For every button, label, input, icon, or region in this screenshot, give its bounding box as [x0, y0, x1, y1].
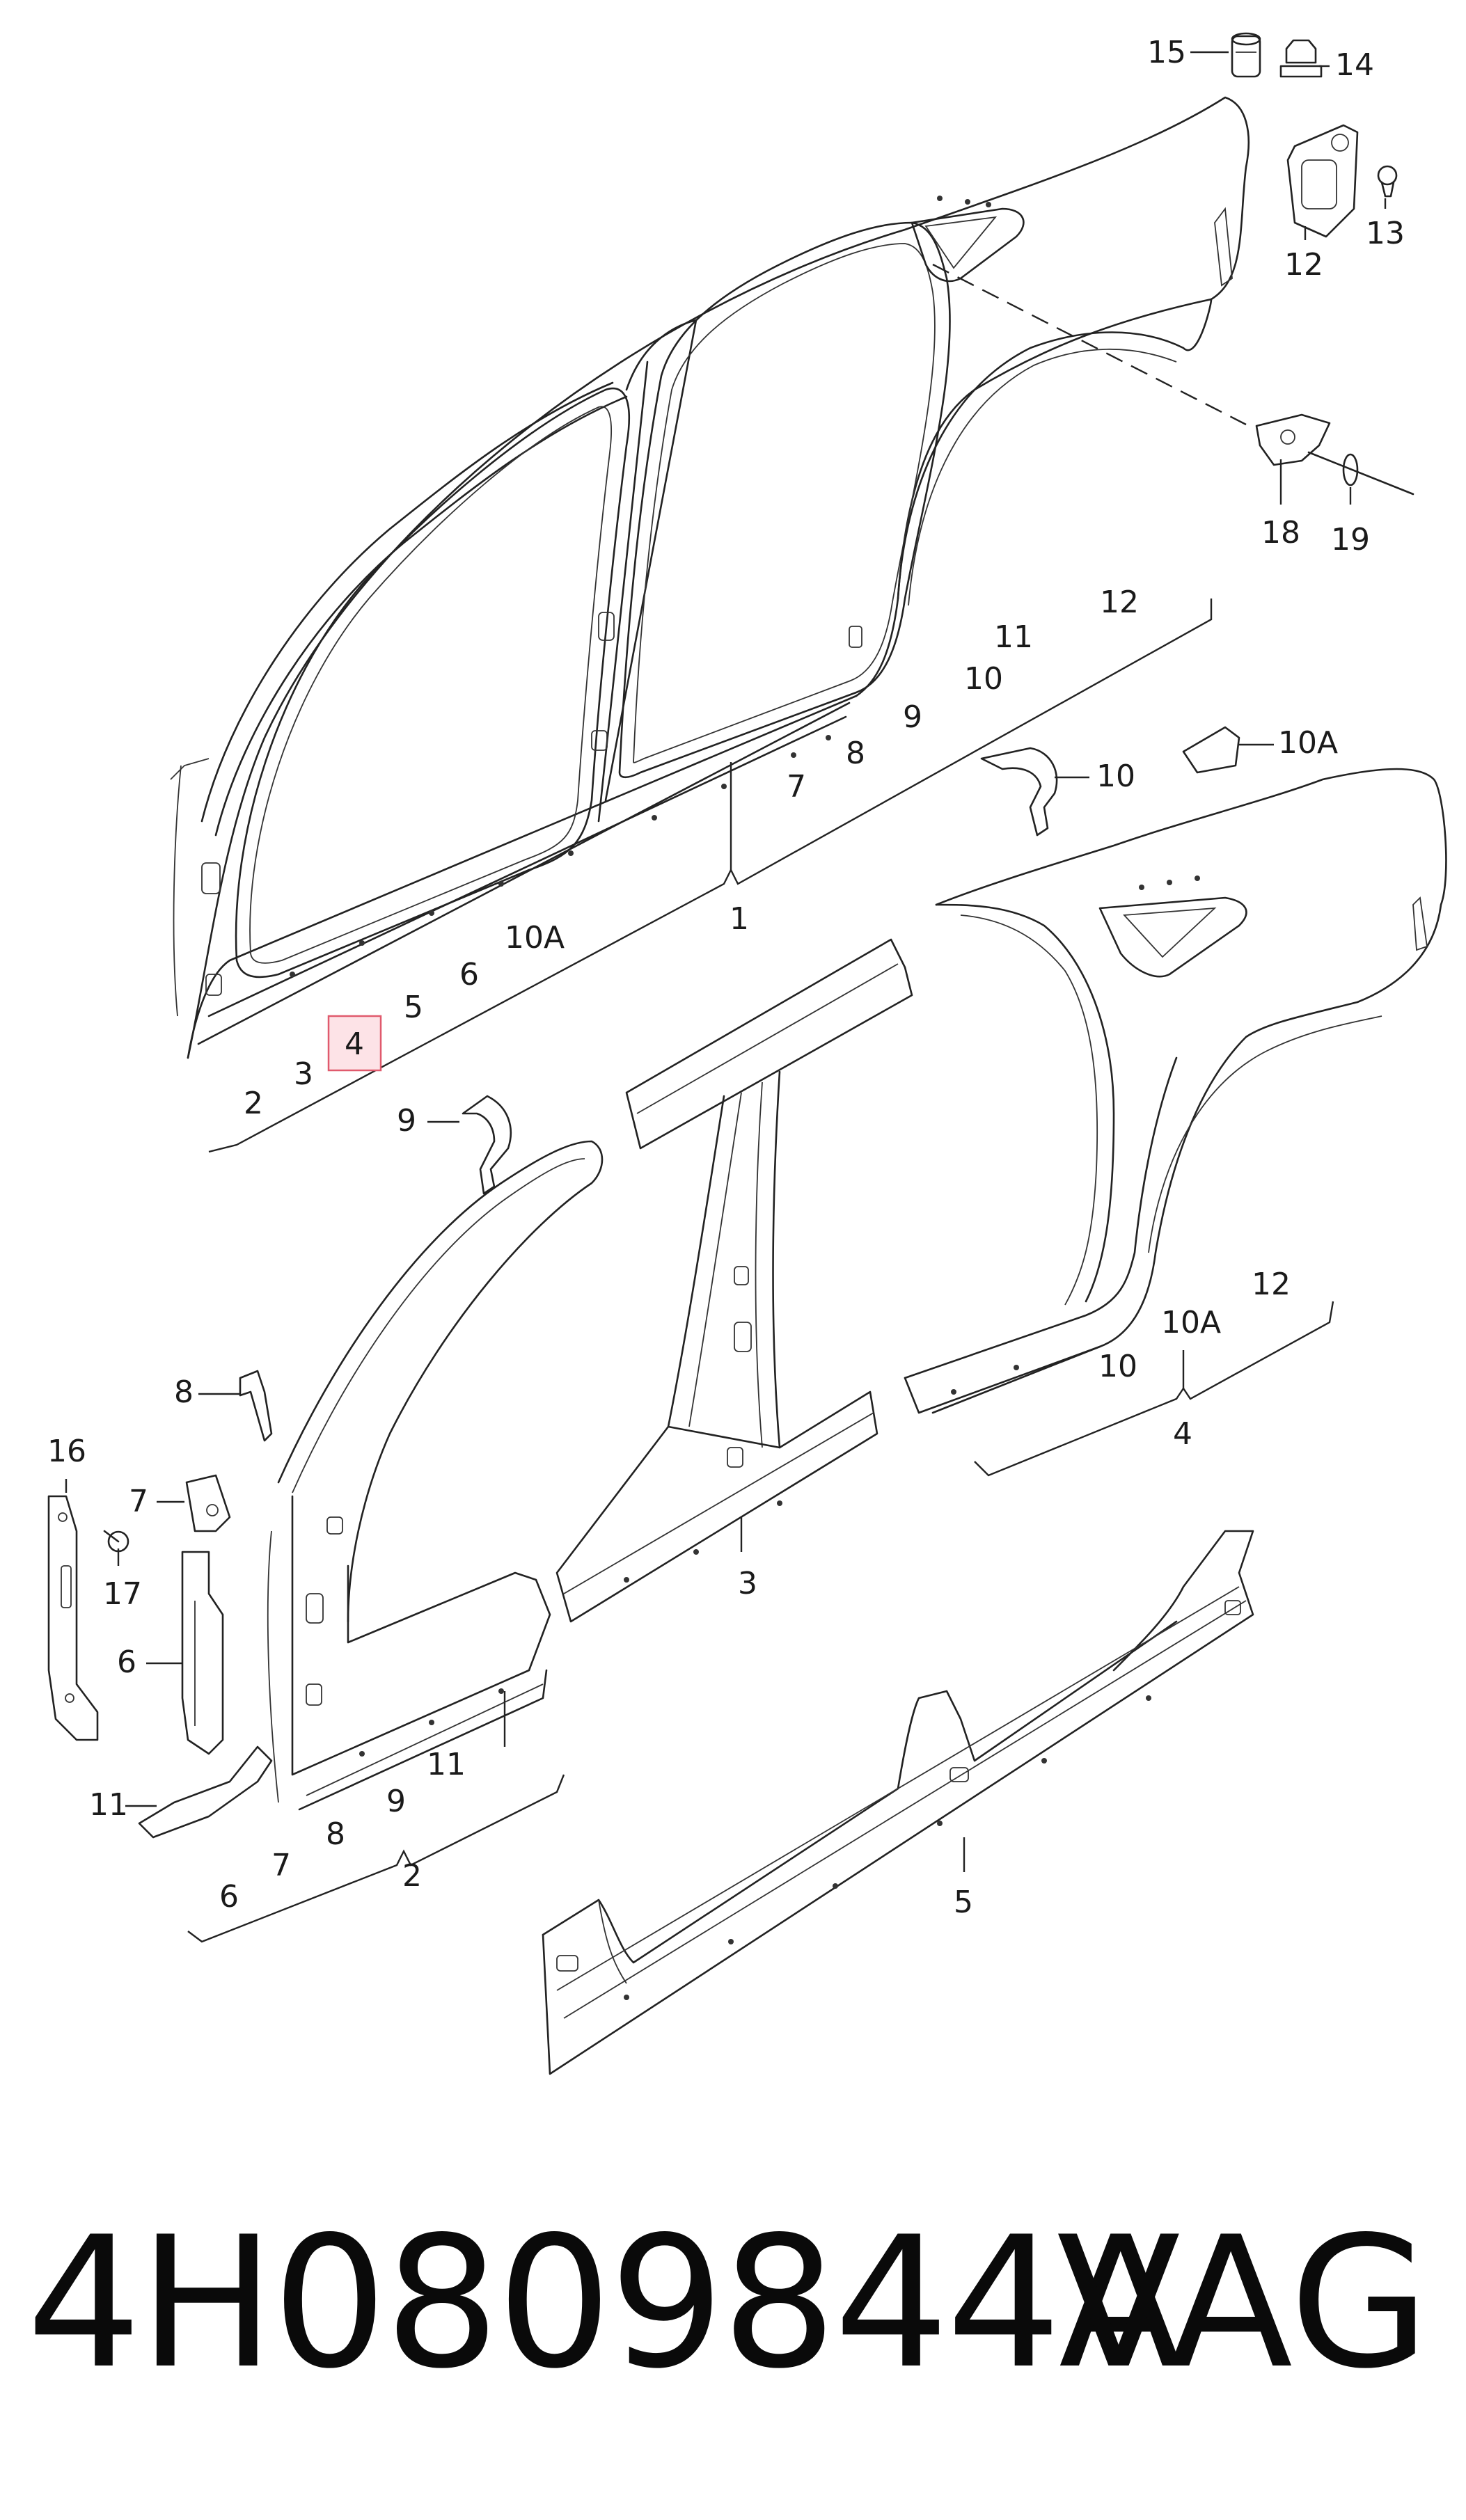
callout-12-top: 12 — [1284, 247, 1323, 283]
callout-part-17: 17 — [103, 1576, 142, 1612]
bracket-8 — [239, 1370, 273, 1442]
leader-lines — [65, 51, 1387, 1943]
callout-group4-10: 10 — [1098, 1349, 1137, 1384]
callout-group1-10A: 10A — [505, 920, 565, 956]
bracket-9 — [462, 1095, 512, 1195]
callout-group1-10: 10 — [964, 661, 1003, 697]
callout-group1-4: 4 — [345, 1027, 364, 1062]
b-pillar-3 — [555, 938, 913, 1623]
callout-group1-7: 7 — [787, 769, 806, 805]
callout-13: 13 — [1366, 216, 1405, 251]
callout-part-5: 5 — [954, 1885, 973, 1920]
callout-part-6: 6 — [117, 1645, 136, 1680]
complete-side-panel — [170, 96, 1250, 1059]
callout-group1-5: 5 — [404, 990, 423, 1025]
callout-group2-7: 7 — [271, 1848, 291, 1883]
bolt-17 — [103, 1530, 129, 1553]
callout-group4-4: 4 — [1173, 1416, 1192, 1452]
callout-group1-8: 8 — [846, 736, 865, 771]
callout-part-7: 7 — [129, 1484, 148, 1519]
callout-14: 14 — [1335, 47, 1374, 83]
callout-group1-9: 9 — [903, 699, 922, 735]
callout-group1-6: 6 — [459, 957, 479, 992]
callout-group2-9: 9 — [386, 1784, 406, 1819]
brand-name: VAG — [1057, 2198, 1430, 2409]
bracket-12 — [1286, 124, 1359, 238]
nut-14 — [1279, 39, 1323, 78]
callout-group1-12: 12 — [1100, 585, 1139, 620]
callout-group1-11: 11 — [994, 619, 1033, 655]
reinforcement-16 — [47, 1495, 99, 1741]
callout-group2-6: 6 — [219, 1879, 239, 1915]
callout-part-9: 9 — [397, 1103, 416, 1139]
callout-part-10A: 10A — [1278, 725, 1338, 761]
callout-group4-12: 12 — [1252, 1267, 1291, 1302]
callout-part-10: 10 — [1096, 759, 1135, 794]
exploded-body-side-diagram: 15 14 12 13 18 19 12 11 10 9 8 7 1 10A 6… — [47, 32, 1447, 2075]
callout-group1-1: 1 — [730, 901, 749, 937]
callout-part-3: 3 — [738, 1566, 757, 1601]
callout-group4-10A: 10A — [1161, 1305, 1221, 1340]
callout-15: 15 — [1147, 35, 1186, 70]
callout-part-8: 8 — [174, 1374, 194, 1410]
callout-group1-3: 3 — [294, 1056, 313, 1092]
callout-group2-11: 11 — [427, 1747, 466, 1782]
sill-mounting-holes — [290, 196, 991, 977]
callout-18: 18 — [1261, 515, 1300, 550]
bracket-10a — [1182, 726, 1240, 774]
bracket-7 — [185, 1474, 231, 1532]
bracket-18 — [1255, 413, 1331, 466]
callout-group2-2: 2 — [402, 1858, 422, 1894]
callout-group1-2: 2 — [244, 1086, 263, 1121]
bracket-10 — [980, 747, 1058, 837]
highlighted-callout-box — [327, 1015, 382, 1072]
callout-part-11: 11 — [89, 1787, 128, 1823]
callout-part-16: 16 — [47, 1434, 86, 1469]
rear-quarter-panel-4 — [904, 768, 1447, 1414]
reinforcement-6 — [181, 1551, 224, 1755]
sill-panel-5 — [542, 1530, 1254, 2075]
callout-group2-8: 8 — [326, 1816, 345, 1852]
bracket-11 — [138, 1745, 273, 1839]
nut-15 — [1231, 32, 1261, 78]
callout-labels: 15 14 12 13 18 19 12 11 10 9 8 7 1 10A 6… — [47, 35, 1405, 1920]
assembly-dash-line — [932, 263, 1247, 426]
part-number: 4H0809844A — [26, 2198, 1183, 2409]
clip-13 — [1377, 165, 1398, 198]
rivet-19 — [1307, 451, 1414, 496]
callout-19: 19 — [1331, 522, 1370, 557]
a-pillar-front-section-2 — [267, 1140, 604, 1811]
